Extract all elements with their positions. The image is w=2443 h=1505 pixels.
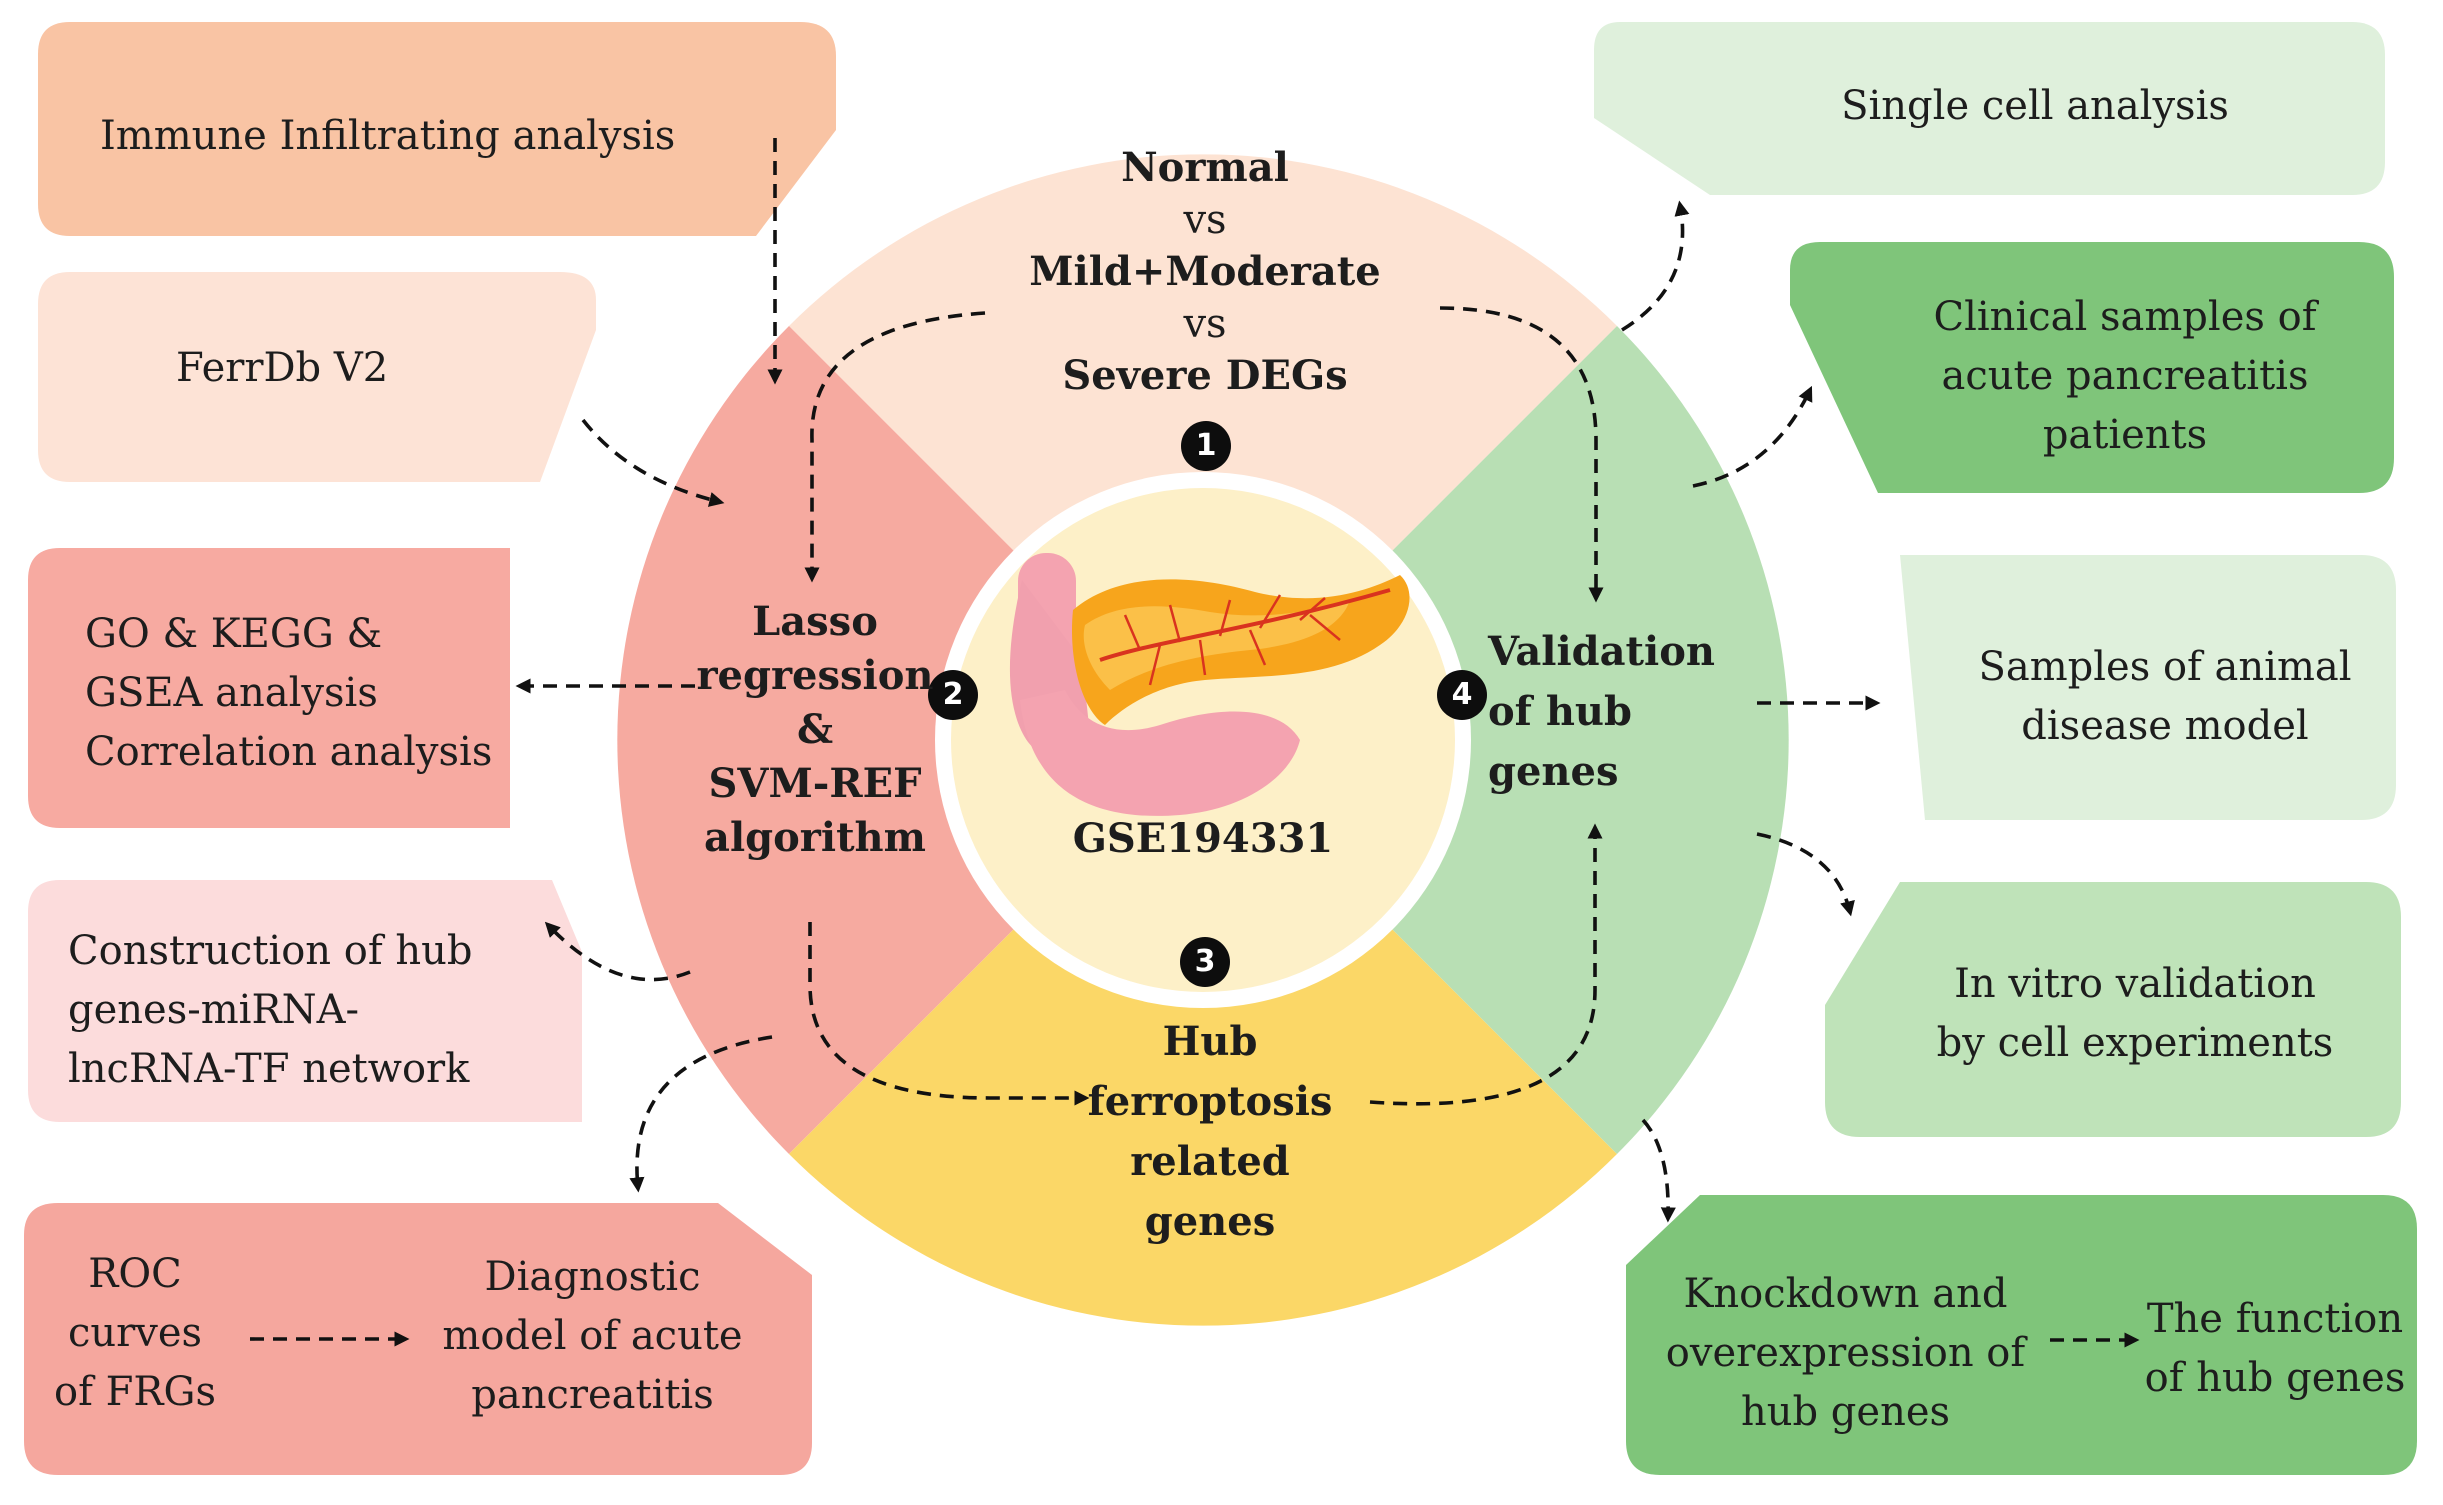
roc-label: ROC curves of FRGs	[54, 1251, 216, 1415]
pancreas-icon	[1009, 553, 1410, 816]
left-quadrant-text: Lasso regression & SVM-REF algorithm	[696, 598, 934, 861]
single-cell-box	[1594, 22, 2385, 195]
flow-arrows	[250, 138, 2140, 1348]
step-2-badge: 2	[928, 670, 978, 720]
animal-box-label: Samples of animal disease model	[1978, 644, 2352, 749]
right-quadrant	[1203, 326, 1789, 1154]
arrow-to-in-vitro	[1756, 832, 1855, 917]
arrow-to-roc	[629, 1035, 773, 1193]
immune-box	[38, 22, 836, 236]
arrow-lasso-to-hub	[808, 922, 1090, 1106]
function-label: The function of hub genes	[2144, 1296, 2406, 1401]
bottom-quadrant-text: Hub ferroptosis related genes	[1087, 1018, 1333, 1245]
ferrdb-box	[38, 272, 596, 482]
knockdown-label: Knockdown and overexpression of hub gene…	[1665, 1271, 2026, 1435]
in-vitro-box	[1825, 882, 2401, 1137]
clinical-box	[1790, 242, 2394, 493]
immune-box-label: Immune Infiltrating analysis	[100, 113, 676, 159]
network-box-label: Construction of hub genes-miRNA- lncRNA-…	[68, 928, 473, 1092]
arrow-hub-to-validation	[1369, 823, 1603, 1106]
step-3-badge: 3	[1180, 937, 1230, 987]
ferrdb-box-label: FerrDb V2	[176, 345, 389, 391]
arrow-degs-to-validation	[1439, 306, 1604, 603]
step-4-badge: 4	[1437, 670, 1487, 720]
left-quadrant	[617, 326, 1203, 1154]
arrow-to-clinical	[1692, 385, 1813, 488]
single-cell-box-label: Single cell analysis	[1841, 83, 2229, 129]
arrow-ferrdb-to-lasso	[581, 418, 725, 507]
step-1-badge: 1	[1181, 421, 1231, 471]
diagnostic-model-label: Diagnostic model of acute pancreatitis	[442, 1254, 743, 1418]
arrow-to-single-cell	[1621, 200, 1690, 332]
clinical-box-label: Clinical samples of acute pancreatitis p…	[1933, 294, 2317, 458]
top-quadrant-text: Normal vs Mild+Moderate vs Severe DEGs	[1029, 144, 1381, 399]
network-box	[28, 880, 582, 1122]
dataset-label: GSE194331	[1072, 815, 1334, 862]
go-kegg-box	[28, 548, 510, 828]
knockdown-box	[1626, 1195, 2417, 1475]
animal-box	[1900, 555, 2396, 820]
arrow-to-knockdown	[1641, 1118, 1676, 1223]
arrow-degs-to-lasso	[804, 311, 986, 583]
roc-box	[24, 1203, 812, 1475]
arrow-to-network	[544, 921, 691, 982]
in-vitro-box-label: In vitro validation by cell experiments	[1936, 961, 2334, 1066]
bottom-quadrant	[789, 740, 1617, 1326]
right-quadrant-text: Validation of hub genes	[1488, 628, 1715, 795]
go-kegg-box-label: GO & KEGG & GSEA analysis Correlation an…	[85, 611, 493, 775]
